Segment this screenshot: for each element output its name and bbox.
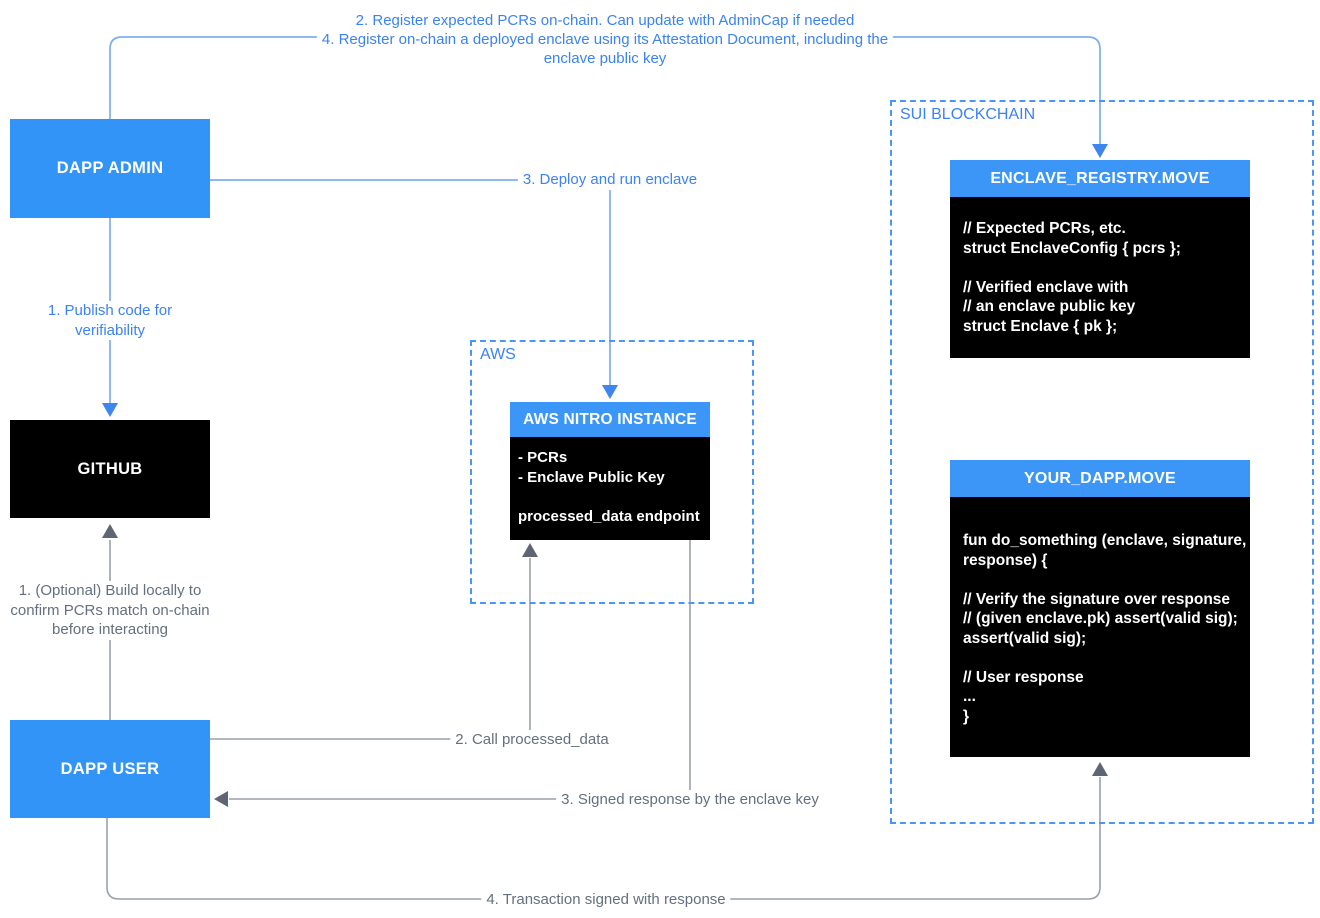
edge-signed-response-label: 3. Signed response by the enclave key bbox=[556, 790, 824, 810]
enclave-registry-body: // Expected PCRs, etc. struct EnclaveCon… bbox=[950, 197, 1250, 358]
code-line: processed_data endpoint bbox=[518, 507, 700, 525]
aws-nitro-instance-title: AWS NITRO INSTANCE bbox=[510, 402, 710, 437]
enclave-registry-title: ENCLAVE_REGISTRY.MOVE bbox=[950, 160, 1250, 197]
code-line: fun do_something (enclave, signature, bbox=[963, 532, 1247, 549]
edge-register-label-line1: 2. Register expected PCRs on-chain. Can … bbox=[350, 11, 860, 31]
aws-container bbox=[470, 340, 754, 604]
code-line: // Verified enclave with bbox=[963, 278, 1129, 296]
code-line: struct EnclaveConfig { pcrs }; bbox=[963, 239, 1181, 257]
edge-call-arrowhead-up-icon bbox=[522, 543, 538, 557]
code-line: // (given enclave.pk) assert(valid sig); bbox=[963, 610, 1238, 627]
enclave-registry-node: ENCLAVE_REGISTRY.MOVE // Expected PCRs, … bbox=[950, 160, 1250, 358]
dapp-user-label: DAPP USER bbox=[60, 759, 160, 778]
dapp-user-node: DAPP USER bbox=[10, 720, 210, 818]
edge-optional-build-arrowhead-up-icon bbox=[102, 524, 118, 538]
code-line: // Expected PCRs, etc. bbox=[963, 220, 1126, 237]
sui-blockchain-container bbox=[890, 100, 1314, 824]
aws-container-label: AWS bbox=[480, 346, 516, 363]
edge-signed-response-arrowhead-left-icon bbox=[214, 791, 228, 807]
code-line: ... bbox=[963, 688, 976, 705]
dapp-admin-node: DAPP ADMIN bbox=[10, 119, 210, 218]
your-dapp-title: YOUR_DAPP.MOVE bbox=[950, 460, 1250, 497]
edge-call-label: 2. Call processed_data bbox=[450, 730, 614, 750]
edge-transaction-arrowhead-up-icon bbox=[1092, 762, 1108, 776]
code-line: // an enclave public key bbox=[963, 298, 1136, 315]
edge-deploy-label: 3. Deploy and run enclave bbox=[517, 170, 703, 190]
your-dapp-node: YOUR_DAPP.MOVE fun do_something (enclave… bbox=[950, 460, 1250, 757]
edge-register-label-line3: enclave public key bbox=[538, 49, 672, 69]
edge-optional-build-label: 1. (Optional) Build locally to confirm P… bbox=[5, 581, 215, 640]
edge-transaction-label: 4. Transaction signed with response bbox=[481, 890, 731, 910]
code-line: - Enclave Public Key bbox=[518, 468, 665, 486]
edge-register-label-line2: 4. Register on-chain a deployed enclave … bbox=[316, 30, 894, 50]
your-dapp-body: fun do_something (enclave, signature, re… bbox=[950, 497, 1250, 757]
code-line: assert(valid sig); bbox=[963, 629, 1087, 647]
code-line: struct Enclave { pk }; bbox=[963, 317, 1118, 335]
code-line bbox=[963, 258, 1242, 278]
github-label: GITHUB bbox=[77, 459, 143, 478]
code-line: response) { bbox=[963, 551, 1048, 569]
edge-publish-arrowhead-down-icon bbox=[102, 403, 118, 417]
aws-nitro-instance-node: AWS NITRO INSTANCE - PCRs - Enclave Publ… bbox=[510, 402, 710, 540]
code-line: - PCRs bbox=[518, 449, 568, 466]
code-line: // User response bbox=[963, 668, 1084, 686]
dapp-admin-label: DAPP ADMIN bbox=[56, 159, 164, 177]
edge-deploy-arrowhead-down-icon bbox=[602, 385, 618, 399]
code-line bbox=[963, 648, 1246, 668]
code-line: // Verify the signature over response bbox=[963, 590, 1231, 608]
github-node: GITHUB bbox=[10, 420, 210, 518]
edge-publish-label: 1. Publish code for verifiability bbox=[20, 301, 200, 340]
code-line: } bbox=[963, 707, 970, 725]
code-line bbox=[518, 487, 704, 507]
sui-blockchain-container-label: SUI BLOCKCHAIN bbox=[900, 106, 1036, 123]
aws-nitro-instance-body: - PCRs - Enclave Public Key processed_da… bbox=[510, 437, 710, 540]
code-line bbox=[963, 570, 1246, 590]
edge-register-arrowhead-down-icon bbox=[1092, 144, 1108, 158]
